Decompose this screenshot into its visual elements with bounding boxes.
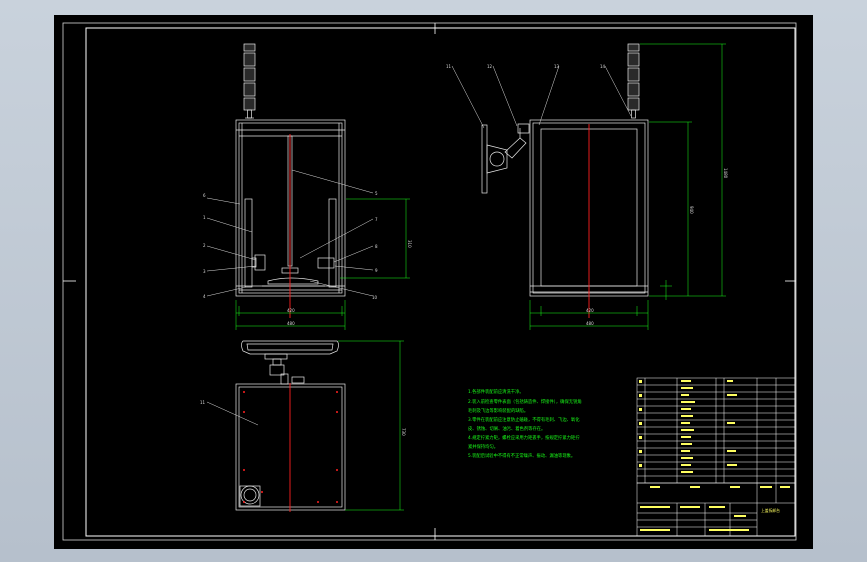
parts-list (636, 377, 796, 484)
svg-text:6: 6 (203, 193, 206, 198)
svg-text:480: 480 (586, 321, 594, 326)
svg-text:310: 310 (407, 240, 412, 248)
svg-text:12: 12 (487, 64, 493, 69)
title-block-marks (640, 486, 790, 531)
svg-text:8: 8 (375, 244, 378, 249)
note-line: 毛刺及飞边等影响装配的缺陷。 (468, 407, 528, 414)
note-line: 皮、锈蚀、切屑、油污、着色剂等存在。 (468, 425, 545, 432)
svg-text:2: 2 (203, 243, 206, 248)
sheet-outer-border (62, 22, 797, 541)
svg-text:9: 9 (375, 268, 378, 273)
side-view-dimensions (529, 43, 726, 330)
svg-text:11: 11 (200, 400, 206, 405)
top-view-dimensions (338, 340, 404, 511)
svg-text:10: 10 (372, 295, 378, 300)
sheet-inner-border (85, 27, 796, 537)
technical-notes: 1.各部件装配前应清洗干净。 2.装入前检查零件表面（包括铸造件、焊接件），确保… (468, 388, 582, 459)
side-view-leaders (451, 65, 632, 129)
side-signal-tower (627, 43, 640, 119)
svg-text:3: 3 (203, 269, 206, 274)
note-line: 1.各部件装配前应清洗干净。 (468, 388, 524, 395)
svg-text:11: 11 (446, 64, 452, 69)
frame-outline (235, 119, 346, 297)
title-block (636, 482, 796, 537)
svg-text:940: 940 (689, 206, 694, 214)
top-view (235, 340, 346, 511)
base-cabinet (235, 383, 346, 511)
svg-text:13: 13 (554, 64, 560, 69)
front-view-dimensions (235, 198, 410, 330)
parts-list-markers (639, 380, 737, 473)
svg-text:5: 5 (375, 191, 378, 196)
note-line: 4.规定拧紧力矩，螺栓应采用力矩扳手，按规定拧紧力矩拧 (468, 434, 580, 441)
drawing-sheet: 6 1 2 3 4 5 7 8 9 10 420 480 310 (62, 22, 797, 541)
front-view-labels: 6 1 2 3 4 5 7 8 9 10 (203, 191, 378, 300)
svg-text:7: 7 (375, 217, 378, 222)
signal-tower-light (243, 43, 256, 119)
front-view-leaders (206, 169, 374, 297)
top-view-holes (243, 391, 338, 503)
side-view-labels: 11 12 13 14 (446, 64, 606, 69)
svg-text:4: 4 (203, 294, 206, 299)
svg-text:1: 1 (203, 215, 206, 220)
note-line: 3.零件在装配前应注意防止磕碰，不得有毛刺、飞边、氧化 (468, 416, 580, 423)
svg-text:480: 480 (287, 321, 295, 326)
drawing-title: 上盖拆卸台 (761, 508, 780, 513)
drawing-viewport[interactable]: 6 1 2 3 4 5 7 8 9 10 420 480 310 (54, 15, 813, 549)
note-line: 5.装配后试验中不得有不正常噪声、振动、漏油等现象。 (468, 452, 575, 459)
svg-text:420: 420 (586, 308, 594, 313)
svg-text:14: 14 (600, 64, 606, 69)
note-line: 2.装入前检查零件表面（包括铸造件、焊接件），确保无锐角 (468, 398, 582, 405)
sheet-center-marks (63, 23, 796, 540)
note-line: 紧并保持均匀。 (468, 443, 498, 450)
svg-text:420: 420 (287, 308, 295, 313)
side-view (481, 43, 649, 297)
svg-text:730: 730 (401, 428, 406, 436)
svg-text:1480: 1480 (723, 168, 728, 179)
front-view (235, 43, 346, 297)
